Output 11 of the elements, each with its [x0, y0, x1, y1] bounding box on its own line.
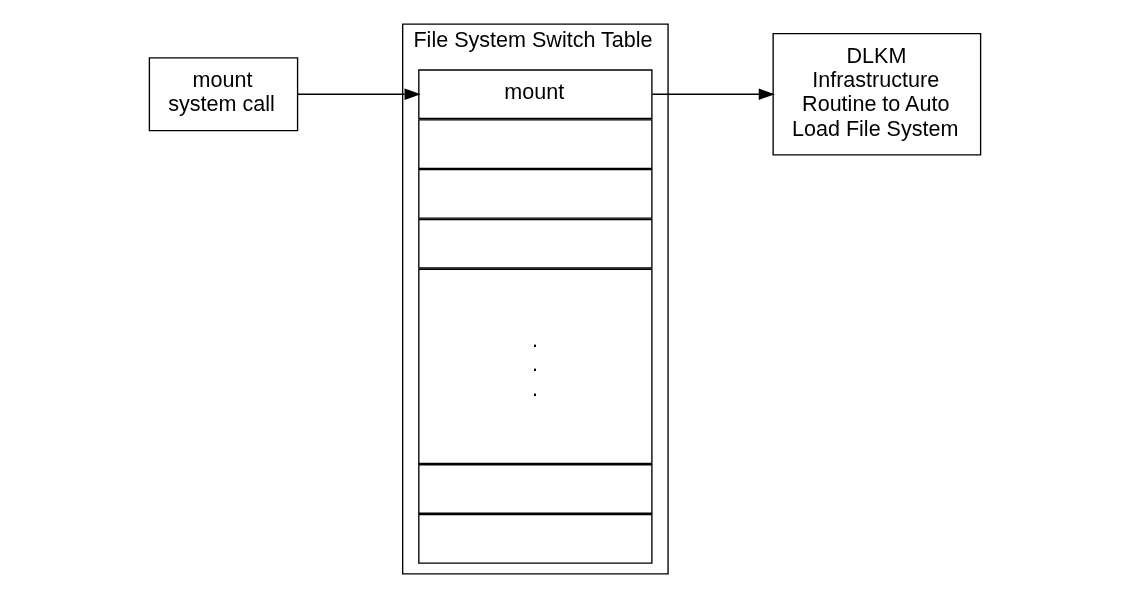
node-box [418, 218, 653, 269]
node-box [418, 169, 653, 219]
arrow [651, 88, 775, 100]
node-box: mount [418, 69, 653, 120]
node-box: . . . [418, 268, 653, 465]
arrow [297, 88, 421, 100]
node-box [418, 464, 653, 514]
node-box [418, 119, 653, 169]
node-box [418, 513, 653, 564]
node-box: mount system call [148, 57, 299, 132]
node-box: DLKM Infrastructure Routine to Auto Load File System [772, 32, 982, 156]
